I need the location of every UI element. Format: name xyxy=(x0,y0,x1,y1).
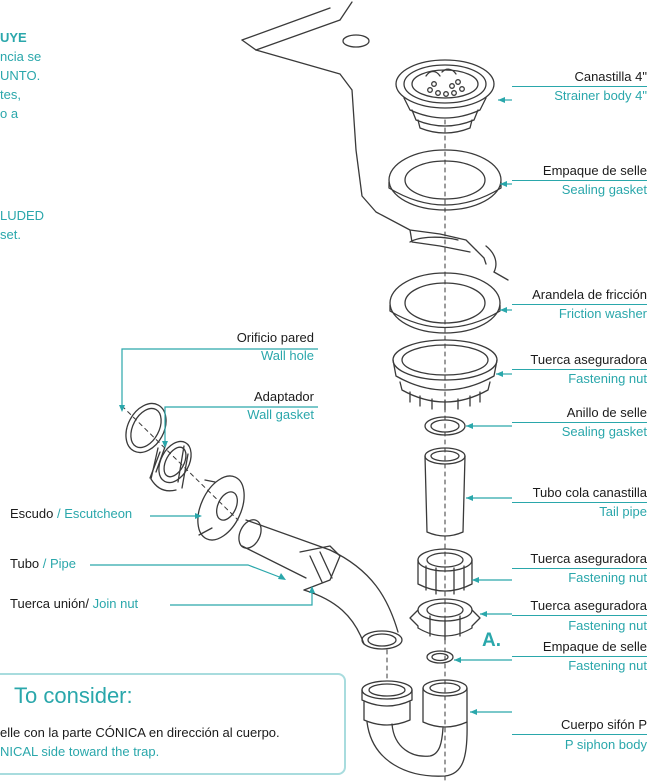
strainer-basket xyxy=(395,59,495,134)
label-arandela-rule xyxy=(512,304,647,305)
leader-tuerca-union xyxy=(170,590,313,606)
intro-note-line-5: o a xyxy=(0,106,19,121)
arrow-anillo xyxy=(466,423,473,429)
label-tubo-es: Tubo xyxy=(10,556,40,571)
label-tuerca-union-en: Join nut xyxy=(92,596,139,611)
leader-adaptador xyxy=(164,406,318,444)
label-tubo-cola-rule xyxy=(512,502,647,503)
sealing-gasket-ring xyxy=(388,149,502,211)
arrow-tuerca-union xyxy=(309,586,315,593)
label-anillo-rule xyxy=(512,422,647,423)
arrow-empaque xyxy=(500,181,507,187)
label-escudo-en: Escutcheon xyxy=(64,506,133,521)
label-canastilla-es: Canastilla 4" xyxy=(574,69,647,84)
label-tubo-sep: / xyxy=(39,556,50,571)
intro-note-line-2: ncia se xyxy=(0,49,42,64)
label-tuerca3-es: Tuerca aseguradora xyxy=(530,598,647,613)
arrow-tuerca2 xyxy=(472,577,479,583)
consider-box xyxy=(0,673,346,775)
label-tuerca1-en: Fastening nut xyxy=(568,371,647,386)
label-anillo-en: Sealing gasket xyxy=(561,424,647,439)
label-empaque-a-rule xyxy=(512,656,647,657)
label-adaptador-es: Adaptador xyxy=(254,389,314,404)
intro-note-line-7: set. xyxy=(0,227,21,242)
arrow-cuerpo xyxy=(470,709,477,715)
horizontal-pipe-and-elbow xyxy=(238,519,403,650)
label-tuerca2-rule xyxy=(512,568,647,569)
consider-title: To consider: xyxy=(14,683,133,708)
label-cuerpo-rule xyxy=(512,734,647,735)
arrow-orificio xyxy=(119,405,125,412)
intro-note-line-1: UYE xyxy=(0,30,27,45)
label-tuerca1-es: Tuerca aseguradora xyxy=(530,352,647,367)
label-cuerpo-en: P siphon body xyxy=(564,737,647,752)
tail-pipe xyxy=(424,447,466,537)
label-tubo-en: Pipe xyxy=(50,556,77,571)
label-canastilla-rule xyxy=(512,86,647,87)
consider-line-es: elle con la parte CÓNICA en dirección al… xyxy=(0,725,280,740)
arrow-empaque-a xyxy=(454,657,461,663)
intro-note-line-3: UNTO. xyxy=(0,68,41,83)
arrow-tuerca1 xyxy=(496,371,503,377)
label-escudo: Escudo / Escutcheon xyxy=(10,506,132,522)
sink-countertop-outline xyxy=(241,1,509,281)
fastening-nut-large xyxy=(392,339,498,411)
arrow-tubo xyxy=(278,573,286,580)
label-adaptador-en: Wall gasket xyxy=(247,407,314,422)
wall-adapter xyxy=(149,440,192,492)
p-trap-body xyxy=(361,679,468,777)
intro-note-line-6: LUDED xyxy=(0,208,45,223)
wall-axis-dashed xyxy=(121,405,239,521)
fastening-nut-2 xyxy=(417,548,473,595)
friction-washer-ring xyxy=(389,272,501,334)
label-tuerca2-es: Tuerca aseguradora xyxy=(530,551,647,566)
arrow-tubo-cola xyxy=(466,495,473,501)
label-cuerpo-es: Cuerpo sifón P xyxy=(561,717,647,732)
label-tuerca-union-es: Tuerca unión/ xyxy=(10,596,90,611)
label-tubo-cola-en: Tail pipe xyxy=(599,504,647,519)
label-tuerca-union: Tuerca unión/ Join nut xyxy=(10,596,138,612)
label-orificio-en: Wall hole xyxy=(261,348,314,363)
label-empaque-es: Empaque de selle xyxy=(542,163,647,178)
leader-orificio xyxy=(121,348,318,408)
small-sealing-ring xyxy=(424,416,466,436)
label-tuerca2-en: Fastening nut xyxy=(568,570,647,585)
fastening-nut-3 xyxy=(409,598,481,641)
label-empaque-a-es: Empaque de selle xyxy=(542,639,647,654)
label-arandela-es: Arandela de fricción xyxy=(532,287,647,302)
label-escudo-sep: / xyxy=(53,506,65,521)
arrow-tuerca3 xyxy=(480,611,487,617)
label-arandela-en: Friction washer xyxy=(558,306,647,321)
wall-hole-ring xyxy=(125,402,167,454)
gasket-a-ring xyxy=(426,650,454,664)
label-tubo: Tubo / Pipe xyxy=(10,556,76,572)
leader-tubo xyxy=(90,564,283,579)
marker-a: A. xyxy=(482,630,501,651)
arrow-arandela xyxy=(500,307,507,313)
escutcheon-ring xyxy=(197,475,245,541)
label-anillo-es: Anillo de selle xyxy=(566,405,647,420)
label-escudo-es: Escudo xyxy=(10,506,54,521)
label-tuerca3-rule xyxy=(512,615,647,616)
label-empaque-en: Sealing gasket xyxy=(561,182,647,197)
label-empaque-a-en: Fastening nut xyxy=(568,658,647,673)
label-tuerca1-rule xyxy=(512,369,647,370)
label-empaque-rule xyxy=(512,180,647,181)
arrow-canastilla xyxy=(498,97,505,103)
intro-note-line-4: tes, xyxy=(0,87,21,102)
consider-line-en: NICAL side toward the trap. xyxy=(0,744,160,759)
label-tuerca3-en: Fastening nut xyxy=(568,618,647,633)
arrow-escudo xyxy=(195,513,202,519)
arrow-adaptador xyxy=(162,441,168,448)
label-orificio-es: Orificio pared xyxy=(236,330,314,345)
label-tubo-cola-es: Tubo cola canastilla xyxy=(532,485,647,500)
label-canastilla-en: Strainer body 4" xyxy=(554,88,647,103)
